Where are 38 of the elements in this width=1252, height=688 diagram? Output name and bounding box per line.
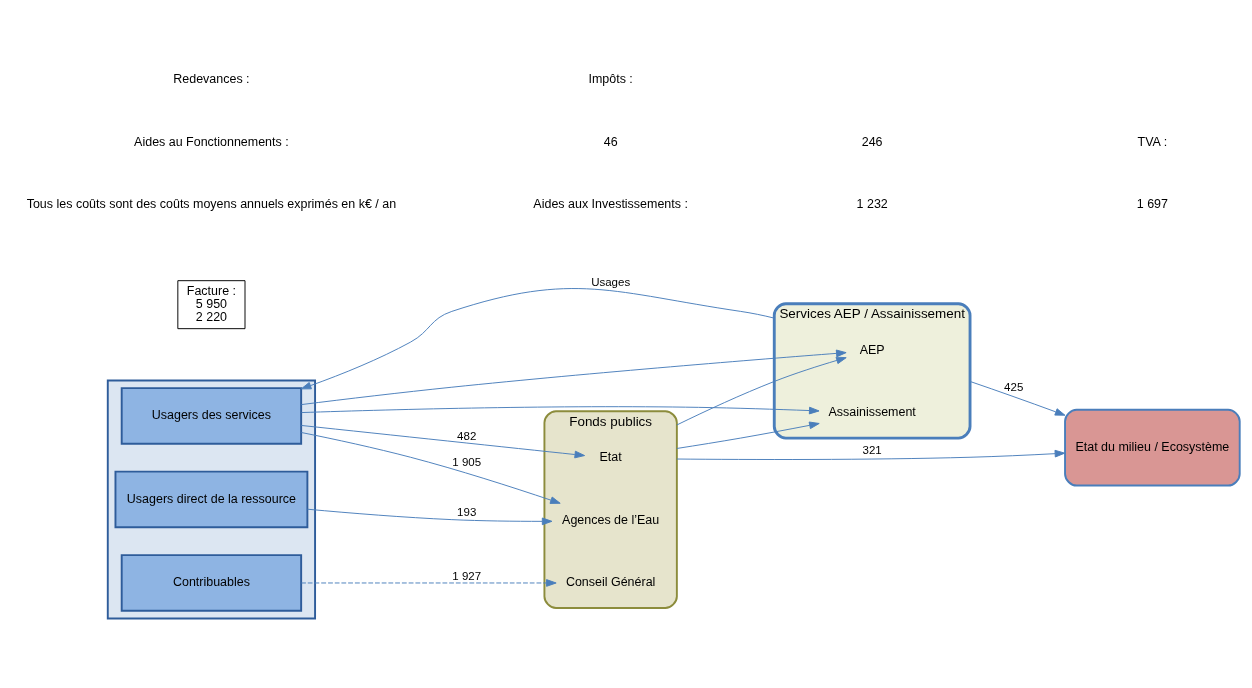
arrow — [300, 578, 557, 587]
node-text: Conseil Général — [565, 574, 656, 589]
node-text: Assainissement — [828, 404, 916, 419]
label: 1 697 — [1136, 196, 1168, 211]
label: Redevances : — [173, 71, 250, 86]
label: Aides au Fonctionnements : — [134, 134, 289, 149]
edge-label: Usages — [591, 275, 631, 288]
arrow — [300, 431, 561, 504]
arrow — [969, 380, 1066, 416]
arrow — [676, 421, 820, 449]
label: Aides aux Investissements : — [533, 196, 688, 211]
arrow — [301, 405, 820, 414]
label: 1 232 — [856, 196, 888, 211]
arrow — [676, 356, 847, 425]
node-box: Etat du milieu / Ecosystème — [1064, 408, 1241, 487]
label: TVA : — [1137, 134, 1168, 149]
node-text: Etat — [599, 449, 622, 464]
label: Tous les coûts sont des coûts moyens annuels exprimés en k€ / an — [26, 196, 397, 211]
edge-label: 321 — [862, 443, 882, 456]
arrow — [676, 449, 1066, 460]
node-box: Facture : 5 950 2 220 — [177, 279, 246, 329]
arrow — [300, 287, 775, 389]
edge-label: 1 905 — [452, 455, 482, 468]
node-box: Usagers direct de la ressource — [114, 470, 309, 528]
node-box: Usagers des services — [120, 386, 303, 445]
edge-label: 193 — [457, 505, 477, 518]
edge-label: 1 927 — [452, 569, 482, 582]
node-text: AEP — [859, 342, 885, 357]
label: 246 — [861, 134, 883, 149]
edge-label: 425 — [1004, 380, 1024, 393]
arrow — [300, 349, 847, 405]
node-text: Agences de l’Eau — [562, 512, 660, 527]
label: Impôts : — [588, 71, 633, 86]
edge-label: 482 — [457, 429, 477, 442]
node-box: Contribuables — [120, 553, 303, 612]
arrow — [300, 424, 586, 458]
label: 46 — [603, 134, 618, 149]
arrow — [307, 508, 553, 525]
